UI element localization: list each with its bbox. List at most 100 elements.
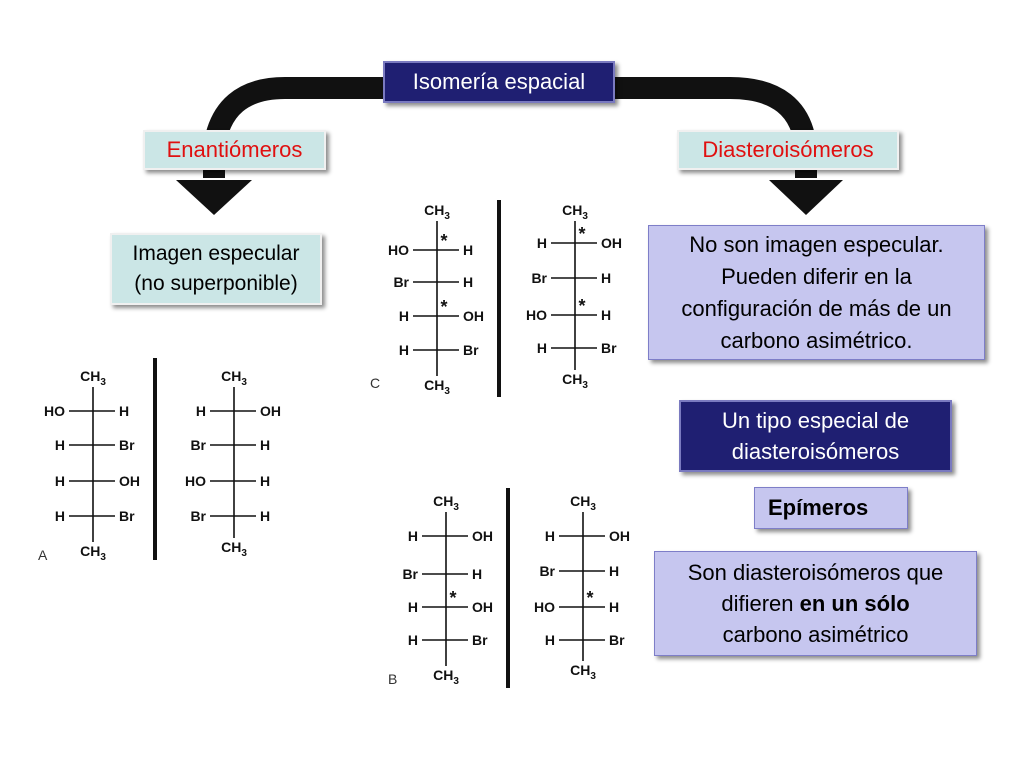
molecule-b-left-left-substituent-1: H <box>408 528 418 544</box>
no-son-imagen-text: No son imagen especular. Pueden diferir … <box>681 229 951 357</box>
molecule-b-right-left-substituent-2: Br <box>539 563 555 579</box>
molecule-a-left-left-substituent-2: H <box>55 437 65 453</box>
imagen-especular-text: Imagen especular (no superponible) <box>133 239 300 299</box>
molecule-c-left-asymmetric-star-1: * <box>440 231 447 251</box>
molecule-b-right-left-substituent-4: H <box>545 632 555 648</box>
epimeros-label: Epímeros <box>768 495 869 520</box>
molecule-b-left-bottom-group: CH3 <box>433 667 459 687</box>
right-arrow-head <box>769 180 843 215</box>
molecule-c-right-right-substituent-3: H <box>601 307 611 323</box>
noson-line-3: configuración de más de un <box>681 295 952 321</box>
molecule-a-right-right-substituent-2: H <box>260 437 270 453</box>
molecule-b-right-right-substituent-4: Br <box>609 632 625 648</box>
molecule-a-right-right-substituent-3: H <box>260 473 270 489</box>
molecule-a-right-right-substituent-4: H <box>260 508 270 524</box>
diasteroisomeros-label: Diasteroisómeros <box>702 137 874 162</box>
left-arrow-head <box>176 180 252 215</box>
imagen-line-1: Imagen especular <box>132 242 300 265</box>
molecule-b-left-left-substituent-4: H <box>408 632 418 648</box>
molecule-c-label: C <box>370 375 380 391</box>
molecule-c-right-asymmetric-star-3: * <box>578 296 585 316</box>
molecule-c-right-left-substituent-4: H <box>537 340 547 356</box>
molecule-b-right-left-substituent-3: HO <box>534 599 555 615</box>
molecule-a-left-left-substituent-4: H <box>55 508 65 524</box>
noson-line-4: carbono asimétrico. <box>720 327 913 353</box>
molecule-a-right-left-substituent-2: Br <box>190 437 206 453</box>
molecule-c-right-bottom-group: CH3 <box>562 371 588 391</box>
molecule-b-left-asymmetric-star-3: * <box>449 588 456 608</box>
molecule-c-left-left-substituent-1: HO <box>388 242 409 258</box>
molecule-a-right-bottom-group: CH3 <box>221 539 247 559</box>
def-bold: en un sólo <box>799 591 910 616</box>
molecule-b-right-left-substituent-1: H <box>545 528 555 544</box>
molecule-a-right-left-substituent-3: HO <box>185 473 206 489</box>
molecule-c-right-right-substituent-2: H <box>601 270 611 286</box>
molecule-b-right-top-group: CH3 <box>570 493 596 513</box>
molecule-c-right-asymmetric-star-1: * <box>578 224 585 244</box>
tipo-line-2: diasteroisómeros <box>731 439 900 464</box>
enantiomeros-label: Enantiómeros <box>166 137 303 162</box>
molecule-a-left-bottom-group: CH3 <box>80 543 106 563</box>
diasteroisomeros-box: Diasteroisómeros <box>677 130 899 170</box>
def-line-2: difieren en un sólo <box>688 588 944 619</box>
molecule-a-left-right-substituent-2: Br <box>119 437 135 453</box>
no-son-imagen-box: No son imagen especular. Pueden diferir … <box>648 225 985 360</box>
molecule-c-left-right-substituent-3: OH <box>463 308 484 324</box>
molecule-a-left-left-substituent-3: H <box>55 473 65 489</box>
molecule-b-right-right-substituent-1: OH <box>609 528 630 544</box>
molecule-a-left-right-substituent-4: Br <box>119 508 135 524</box>
epimeros-definition-box: Son diasteroisómeros que difieren en un … <box>654 551 977 656</box>
enantiomeros-box: Enantiómeros <box>143 130 326 170</box>
imagen-line-2: (no superponible) <box>134 272 298 295</box>
title-box: Isomería espacial <box>383 61 615 103</box>
noson-line-1: No son imagen especular. <box>689 231 944 257</box>
molecule-a-left-top-group: CH3 <box>80 368 106 388</box>
molecule-c-left-right-substituent-4: Br <box>463 342 479 358</box>
molecule-b-left-right-substituent-4: Br <box>472 632 488 648</box>
molecule-c-right-left-substituent-3: HO <box>526 307 547 323</box>
epimeros-box: Epímeros <box>754 487 908 529</box>
tipo-line-1: Un tipo especial de <box>721 408 910 433</box>
molecule-a-left-right-substituent-1: H <box>119 403 129 419</box>
molecule-c-left-bottom-group: CH3 <box>424 377 450 397</box>
molecule-c-left-left-substituent-2: Br <box>393 274 409 290</box>
molecule-c-left-left-substituent-3: H <box>399 308 409 324</box>
molecule-b-left-left-substituent-3: H <box>408 599 418 615</box>
molecule-b-left-right-substituent-2: H <box>472 566 482 582</box>
molecule-a-right-left-substituent-1: H <box>196 403 206 419</box>
molecule-b-label: B <box>388 671 397 687</box>
molecule-b-right-bottom-group: CH3 <box>570 662 596 682</box>
molecule-b-left-top-group: CH3 <box>433 493 459 513</box>
molecule-c-left-right-substituent-2: H <box>463 274 473 290</box>
molecule-b-left-left-substituent-2: Br <box>402 566 418 582</box>
molecule-a-left-right-substituent-3: OH <box>119 473 140 489</box>
molecule-c-left-asymmetric-star-3: * <box>440 297 447 317</box>
molecule-b-left-right-substituent-3: OH <box>472 599 493 615</box>
molecule-c-right-right-substituent-4: Br <box>601 340 617 356</box>
epimeros-definition-text: Son diasteroisómeros que difieren en un … <box>688 557 944 650</box>
molecule-a-left-left-substituent-1: HO <box>44 403 65 419</box>
molecule-a-label: A <box>38 547 48 563</box>
molecule-b-right-right-substituent-2: H <box>609 563 619 579</box>
molecule-c-right-right-substituent-1: OH <box>601 235 622 251</box>
imagen-especular-box: Imagen especular (no superponible) <box>110 233 322 305</box>
molecule-c-left-top-group: CH3 <box>424 202 450 222</box>
molecule-c-left-left-substituent-4: H <box>399 342 409 358</box>
molecule-a-right-right-substituent-1: OH <box>260 403 281 419</box>
molecule-c-right-top-group: CH3 <box>562 202 588 222</box>
tipo-especial-box: Un tipo especial de diasteroisómeros <box>679 400 952 472</box>
def-part-2: difieren <box>721 591 800 616</box>
def-line-3: carbono asimétrico <box>722 622 909 647</box>
molecule-a-right-left-substituent-4: Br <box>190 508 206 524</box>
molecule-b-left-right-substituent-1: OH <box>472 528 493 544</box>
molecule-b-right-right-substituent-3: H <box>609 599 619 615</box>
noson-line-2: Pueden diferir en la <box>721 263 912 289</box>
molecule-c-right-left-substituent-2: Br <box>531 270 547 286</box>
molecule-b-right-asymmetric-star-3: * <box>586 588 593 608</box>
molecule-c-right-left-substituent-1: H <box>537 235 547 251</box>
title-text: Isomería espacial <box>412 69 586 94</box>
tipo-especial-text: Un tipo especial de diasteroisómeros <box>722 405 909 467</box>
molecule-a-right-top-group: CH3 <box>221 368 247 388</box>
def-line-1: Son diasteroisómeros que <box>687 560 944 585</box>
